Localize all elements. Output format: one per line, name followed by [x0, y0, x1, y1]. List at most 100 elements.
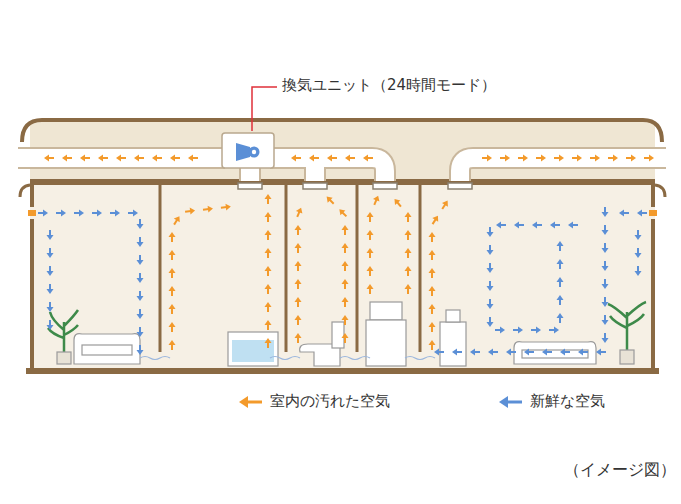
leader-line: [252, 87, 277, 131]
flow-arrow: [495, 327, 505, 334]
flow-arrow: [602, 279, 609, 289]
flow-arrow: [265, 212, 272, 222]
flow-arrow: [524, 349, 534, 356]
exhaust-grille: [238, 183, 472, 189]
flow-arrow: [342, 261, 349, 271]
flow-arrow: [265, 302, 272, 312]
eave-curl: [655, 185, 665, 197]
flow-arrow: [342, 225, 349, 235]
flow-arrow: [626, 155, 636, 162]
flow-arrow: [327, 155, 337, 162]
flow-arrow: [137, 255, 144, 265]
caption: （イメージ図）: [564, 460, 676, 479]
legend-arrow: [238, 395, 264, 409]
flow-arrow: [405, 248, 412, 258]
flow-arrow: [596, 349, 606, 356]
flow-arrow: [265, 266, 272, 276]
flow-arrow: [568, 222, 578, 229]
room-space: [30, 185, 655, 368]
flow-arrow: [47, 266, 54, 276]
flow-arrow: [554, 155, 564, 162]
flow-arrow: [602, 315, 609, 325]
flow-arrow: [295, 261, 302, 271]
flow-arrow: [557, 313, 564, 323]
flow-arrow: [542, 349, 552, 356]
flow-arrow: [295, 297, 302, 307]
flow-arrow: [500, 155, 510, 162]
flow-arrow: [152, 155, 162, 162]
flow-arrow: [487, 281, 494, 291]
flow-arrow: [337, 207, 349, 219]
flow-arrow: [367, 266, 374, 276]
flow-arrow: [578, 349, 588, 356]
flow-arrow: [487, 263, 494, 273]
flow-arrow: [536, 155, 546, 162]
flow-arrow: [367, 230, 374, 240]
flow-arrow: [430, 214, 441, 226]
flow-arrow: [342, 243, 349, 253]
flow-arrow: [487, 317, 494, 327]
flow-arrow: [265, 230, 272, 240]
flow-arrow: [47, 320, 54, 330]
flow-arrow: [560, 349, 570, 356]
flow-arrow: [171, 214, 182, 226]
flow-arrow: [405, 212, 412, 222]
flow-arrow: [345, 155, 355, 162]
flow-arrow: [342, 297, 349, 307]
flow-arrow: [470, 349, 480, 356]
furniture: [48, 302, 646, 366]
ceiling-slab: [30, 179, 655, 185]
flow-arrow: [203, 205, 214, 213]
flow-arrow: [550, 222, 560, 229]
legend-entry: 室内の汚れた空気: [238, 392, 390, 411]
flow-arrow: [116, 155, 126, 162]
flow-arrow: [531, 327, 541, 334]
flow-arrow: [295, 315, 302, 325]
flow-arrow: [644, 155, 654, 162]
flow-arrow: [98, 155, 108, 162]
flow-arrow: [47, 302, 54, 312]
legend-text: 新鮮な空気: [530, 392, 605, 411]
flow-arrow: [429, 250, 436, 260]
flow-arrow: [590, 155, 600, 162]
flow-arrow: [557, 241, 564, 251]
flow-arrow: [47, 284, 54, 294]
flow-arrow: [92, 210, 102, 217]
flow-arrow: [295, 225, 302, 235]
flow-arrow: [185, 207, 196, 215]
callout-label: 換気ユニット（24時間モード）: [282, 76, 496, 94]
flow-arrow: [137, 291, 144, 301]
flow-arrow: [602, 261, 609, 271]
flow-arrow: [488, 349, 498, 356]
air-inlet: [28, 210, 36, 216]
flow-arrow: [557, 277, 564, 287]
flow-arrow: [635, 230, 642, 240]
flow-arrow: [514, 222, 524, 229]
eave-curl: [20, 185, 30, 197]
flow-arrow: [295, 333, 302, 343]
flow-arrow: [619, 210, 629, 217]
flow-arrow: [47, 248, 54, 258]
flow-arrow: [482, 155, 492, 162]
flow-arrow: [572, 155, 582, 162]
flow-arrow: [506, 349, 516, 356]
flow-arrow: [434, 349, 444, 356]
floor-slab: [26, 368, 659, 374]
flow-arrow: [169, 268, 176, 278]
legend-text: 室内の汚れた空気: [270, 392, 390, 411]
flow-arrow: [137, 273, 144, 283]
flow-arrow: [221, 203, 232, 211]
legend-arrow: [498, 395, 524, 409]
flow-arrow: [295, 279, 302, 289]
flow-arrow: [608, 155, 618, 162]
flow-arrow: [137, 309, 144, 319]
flow-arrow: [392, 197, 404, 209]
flow-arrow: [38, 210, 48, 217]
roof-line: [22, 120, 662, 142]
flow-arrow: [291, 155, 301, 162]
flow-arrow: [342, 315, 349, 325]
flow-arrow: [56, 210, 66, 217]
flow-arrow: [602, 297, 609, 307]
flow-arrow: [487, 299, 494, 309]
